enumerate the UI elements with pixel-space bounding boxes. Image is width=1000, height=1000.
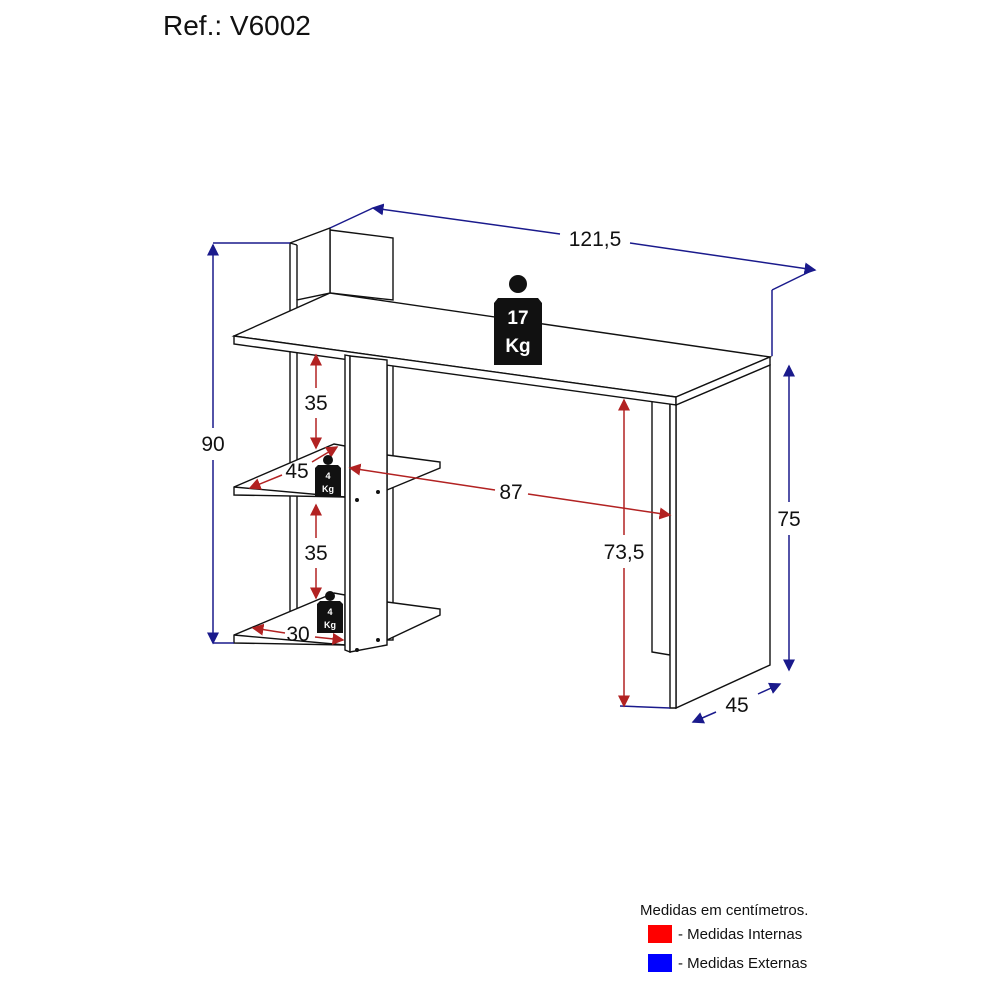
shelf-side-panel [344,354,351,654]
hutch-side-panel [289,226,331,641]
svg-text:4: 4 [325,471,330,481]
label-depth: 45 [725,694,748,717]
dim-line-depth [691,711,717,724]
svg-text:Kg: Kg [505,336,530,357]
svg-text:Kg: Kg [324,620,336,630]
inner-leg-strip [651,399,671,656]
legend-label-internal: - Medidas Internas [678,925,803,943]
internal-dimensions [248,353,672,708]
svg-text:Kg: Kg [322,484,334,494]
label-inner-height: 73,5 [604,541,645,564]
back-post [386,354,394,641]
desktop-side-edge [675,355,771,407]
legend-title: Medidas em centímetros. [640,902,809,919]
label-width: 121,5 [569,228,622,251]
legend-swatch-red [648,925,672,943]
legend-internal: - Medidas Internas [648,925,802,943]
label-height-90: 90 [201,433,224,456]
svg-text:4: 4 [327,607,332,617]
label-shelf-gap-bottom: 35 [304,542,327,565]
dim-line-width [371,203,561,235]
label-shelf-depth-top: 45 [285,460,308,483]
shelf-bottom-rear [386,601,441,642]
legend-swatch-blue [648,954,672,972]
right-leg-front [669,400,677,709]
reference-title: Ref.: V6002 [163,10,311,41]
label-height-75: 75 [777,508,800,531]
shelf-top-rear [386,454,441,492]
hutch-back-panel [329,229,394,301]
weight-icon-shelf-top: 4 Kg [315,455,341,497]
weight-icon-desktop: 17 Kg [494,275,542,365]
label-shelf-depth-bottom: 30 [286,623,309,646]
legend-label-external: - Medidas Externas [678,954,808,972]
label-shelf-gap-top: 35 [304,392,327,415]
svg-text:17: 17 [507,308,528,329]
right-leg-side [675,363,771,710]
weight-icon-shelf-bottom: 4 Kg [317,591,343,633]
label-inner-width: 87 [499,481,522,504]
external-dimensions [207,203,817,724]
legend-external: - Medidas Externas [648,954,807,972]
